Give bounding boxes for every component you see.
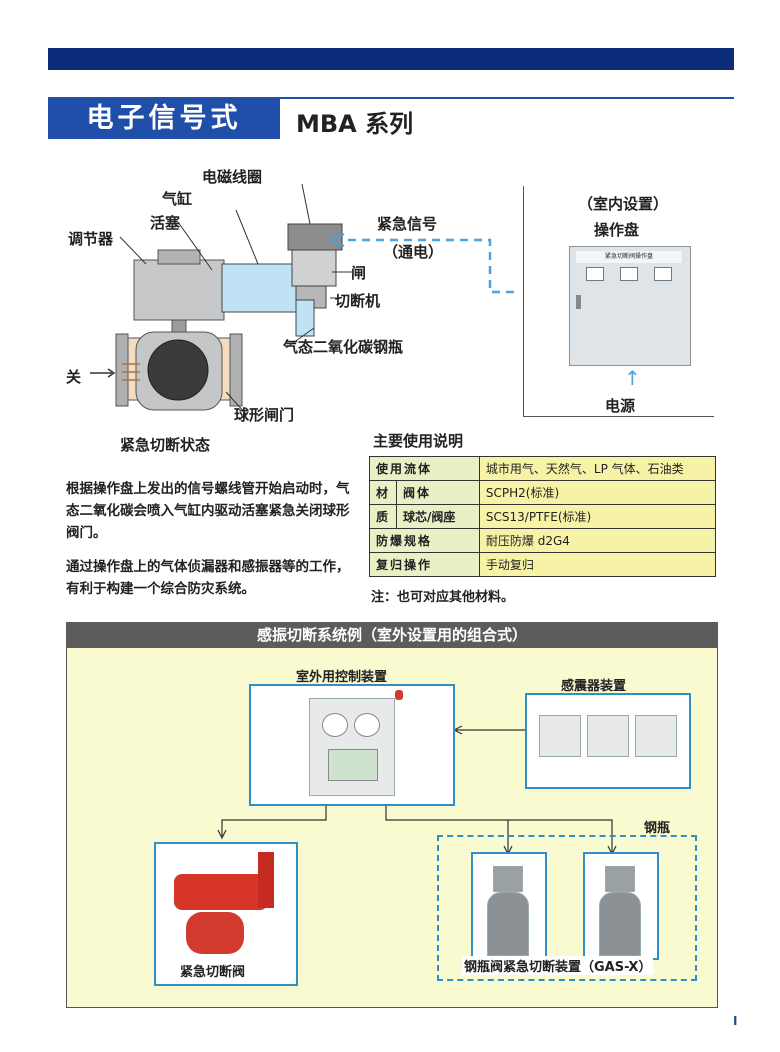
panel-indicator xyxy=(586,267,604,281)
label-power: 电源 xyxy=(605,397,636,415)
label-sensor: 感震器装置 xyxy=(561,679,627,694)
panel-plate: 紧急切断阀操作盘 xyxy=(576,251,682,263)
valve-ball-image xyxy=(186,912,244,954)
gasx-box-left xyxy=(471,852,547,960)
solenoid-shape xyxy=(287,223,343,251)
spec-key: 防爆规格 xyxy=(369,528,480,553)
spec-note: 注：也可对应其他材料。 xyxy=(371,590,515,605)
spec-group: 质 xyxy=(368,504,398,529)
spec-title: 主要使用说明 xyxy=(373,432,464,450)
sensor-box xyxy=(525,693,691,789)
label-ball-valve: 球形闸门 xyxy=(234,406,295,424)
label-regulator: 调节器 xyxy=(68,230,114,248)
spec-key: 球芯/阀座 xyxy=(396,504,480,529)
label-state: 紧急切断状态 xyxy=(120,436,211,454)
series-title: MBA 系列 xyxy=(296,110,414,138)
sensor-image xyxy=(539,715,581,757)
gasx-cylinder-image xyxy=(599,892,641,956)
table-row: 复归操作 手动复归 xyxy=(369,552,717,577)
gasx-head-image xyxy=(605,866,635,892)
co2-bottle-shape xyxy=(295,299,315,337)
spec-key: 复归操作 xyxy=(369,552,480,577)
operation-panel: 紧急切断阀操作盘 xyxy=(569,246,691,366)
page-title: 电子信号式 xyxy=(48,99,280,139)
gasx-cylinder-image xyxy=(487,892,529,956)
spec-value: 手动复归 xyxy=(478,552,717,577)
label-panel: 操作盘 xyxy=(594,221,640,239)
valve-box xyxy=(154,842,298,986)
control-box xyxy=(249,684,455,806)
spec-value: 城市用气、天然气、LP 气体、石油类 xyxy=(478,456,717,481)
label-indoor: （室内设置） xyxy=(578,195,669,213)
label-cutter: 切断机 xyxy=(335,292,381,310)
table-row: 防爆规格 耐压防爆 d2G4 xyxy=(369,528,717,553)
label-signal-sub: （通电） xyxy=(383,243,444,261)
title-rule xyxy=(48,97,734,99)
sensor-image xyxy=(635,715,677,757)
signal-line xyxy=(330,233,514,294)
top-banner xyxy=(48,48,734,70)
valve-diagram xyxy=(90,183,352,415)
cylinder-shape xyxy=(221,263,301,313)
table-row: 使用流体 城市用气、天然气、LP 气体、石油类 xyxy=(369,456,717,481)
label-close: 关 xyxy=(66,368,82,386)
regulator-cap xyxy=(157,249,201,265)
label-control: 室外用控制装置 xyxy=(296,670,388,685)
spec-value: SCS13/PTFE(标准) xyxy=(478,504,717,529)
label-cylinder-group: 钢瓶 xyxy=(644,821,671,836)
ball-shape xyxy=(147,339,209,401)
label-gate: 闸 xyxy=(351,264,367,282)
spec-group: 材 xyxy=(368,480,398,505)
system-title: 感振切断系统例（室外设置用的组合式） xyxy=(66,622,718,648)
label-gasx: 钢瓶阀紧急切断装置（GAS-X） xyxy=(462,956,654,975)
spec-key: 阀体 xyxy=(396,480,480,505)
spec-table: 使用流体 城市用气、天然气、LP 气体、石油类 材 阀体 SCPH2(标准) 质… xyxy=(368,456,717,577)
valve-solenoid-image xyxy=(258,852,274,908)
label-piston: 活塞 xyxy=(150,214,181,232)
page-number: I xyxy=(733,1014,738,1028)
control-unit-image xyxy=(309,698,395,796)
spec-key: 使用流体 xyxy=(369,456,480,481)
gasx-box-right xyxy=(583,852,659,960)
label-solenoid: 电磁线圈 xyxy=(202,168,263,186)
label-valve: 紧急切断阀 xyxy=(180,965,246,980)
alarm-light-icon xyxy=(395,690,403,700)
label-cylinder: 气缸 xyxy=(162,190,193,208)
panel-handle xyxy=(576,295,581,309)
label-signal: 紧急信号 xyxy=(377,215,438,233)
regulator-body xyxy=(133,259,225,321)
panel-indicator xyxy=(654,267,672,281)
spec-value: SCPH2(标准) xyxy=(478,480,717,505)
valve-actuator-image xyxy=(174,874,268,910)
sensor-image xyxy=(587,715,629,757)
description-para2: 通过操作盘上的气体侦漏器和感振器等的工作，有利于构建一个综合防灾系统。 xyxy=(66,559,350,597)
table-row: 质 球芯/阀座 SCS13/PTFE(标准) xyxy=(368,504,717,529)
gasx-group xyxy=(437,835,697,981)
spec-value: 耐压防爆 d2G4 xyxy=(478,528,717,553)
description-para1: 根据操作盘上发出的信号螺线管开始启动时，气态二氧化碳会喷入气缸内驱动活塞紧急关闭… xyxy=(66,481,350,541)
panel-indicator xyxy=(620,267,638,281)
power-arrow-icon: ↑ xyxy=(624,366,641,390)
table-row: 材 阀体 SCPH2(标准) xyxy=(368,480,717,505)
panel-frame xyxy=(523,186,714,417)
label-co2: 气态二氧化碳钢瓶 xyxy=(283,338,404,356)
gasx-head-image xyxy=(493,866,523,892)
